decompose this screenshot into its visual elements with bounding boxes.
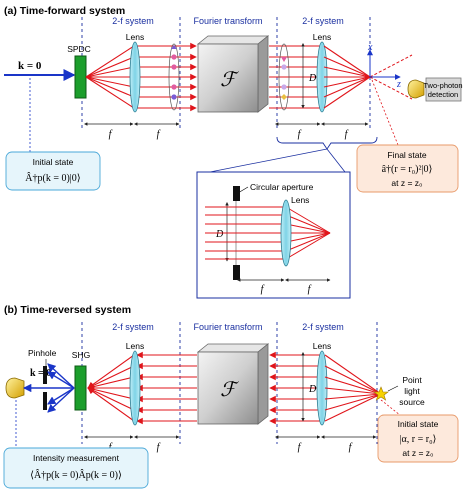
panel-a-inset-aperture-top — [233, 186, 240, 201]
panel-b-d-label: D — [308, 384, 317, 395]
panel-a-lens-left-label: Lens — [126, 32, 144, 42]
panel-a-detector-line1: Two-photon — [423, 81, 462, 90]
panel-b-meas-title: Intensity measurement — [33, 453, 120, 463]
panel-b-initial-pointer — [380, 399, 401, 416]
panel-b-star-icon — [373, 386, 389, 401]
panel-b-meas-box — [3, 447, 149, 489]
panel-a-inset-aperture-bottom — [233, 265, 240, 280]
panel-b-shg-crystal — [74, 365, 87, 411]
panel-b-beams-diverge — [324, 354, 382, 422]
panel-b-initial-box — [377, 414, 459, 463]
panel-b-blue-beams — [22, 363, 75, 413]
panel-b-title: (b) Time-reversed system — [4, 304, 131, 316]
panel-b-k-label: k = 0 — [30, 368, 51, 379]
panel-a-d-label: D — [308, 73, 317, 84]
panel-a-detector-box — [425, 77, 462, 102]
panel-b-detector-icon — [5, 377, 25, 399]
panel-a-beams-diverge — [369, 54, 413, 100]
panel-b-section-left: 2-f system — [112, 322, 154, 332]
panel-a-title: (a) Time-forward system — [4, 5, 125, 17]
panel-a-spdc-crystal — [74, 55, 87, 99]
panel-a-initial-box — [5, 151, 101, 191]
panel-a-beams-fan — [85, 45, 135, 109]
panel-a-x-label: x — [367, 42, 373, 53]
panel-b-beams-fan — [87, 354, 135, 422]
panel-a-profile-left — [168, 43, 180, 111]
panel-b-pinhole-bottom — [43, 392, 47, 410]
panel-b-beams-parallel-right — [269, 351, 320, 425]
panel-a-section-left: 2-f system — [112, 16, 154, 26]
panel-a-beams-parallel-left — [136, 42, 197, 112]
panel-a-inset-f1: f — [261, 284, 265, 295]
panel-a-f2: f — [157, 129, 161, 140]
panel-a-detector-icon — [407, 79, 425, 99]
panel-a-inset-lens-label: Lens — [291, 195, 309, 205]
panel-b-initial-formula: |α, r = r₀⟩ — [400, 434, 437, 445]
panel-b-section-right: 2-f system — [302, 322, 344, 332]
panel-a-section-mid: Fourier transform — [193, 16, 262, 26]
panel-b-initial-title: Initial state — [398, 419, 439, 429]
panel-a-lens-right-label: Lens — [313, 32, 331, 42]
panel-a-fourier-symbol: ℱ — [220, 69, 239, 91]
panel-b-fourier-box — [196, 343, 270, 425]
panel-a-inset-aperture-label: Circular aperture — [250, 182, 314, 192]
panel-a-lens-left — [129, 41, 141, 113]
panel-b-beams-parallel-left — [136, 351, 197, 425]
panel-a-beams-parallel-right — [269, 45, 320, 109]
panel-a-inset-d-label: D — [215, 229, 224, 240]
panel-a-initial-formula: Â†p(k = 0)|0⟩ — [25, 172, 81, 184]
panel-a-beams-converge — [323, 45, 371, 109]
panel-a-f3: f — [298, 129, 302, 140]
panel-a-f4: f — [345, 129, 349, 140]
panel-a-inset-f2: f — [308, 284, 312, 295]
panel-b-pinhole-label: Pinhole — [28, 348, 57, 358]
panel-b-f2: f — [157, 442, 161, 453]
panel-a-profile-dots-right — [281, 57, 287, 100]
panel-b-meas-formula: ⟨Â†p(k = 0)Âp(k = 0)⟩ — [30, 469, 122, 481]
panel-a-z-label: z — [396, 79, 401, 90]
panel-a-initial-title: Initial state — [33, 157, 74, 167]
panel-a-inset-beams — [205, 206, 331, 260]
panel-a-k-label: k = 0 — [18, 60, 42, 72]
panel-b-f3: f — [298, 442, 302, 453]
panel-b-fourier-symbol: ℱ — [220, 379, 239, 401]
panel-b-section-mid: Fourier transform — [193, 322, 262, 332]
panel-a-final-title: Final state — [387, 150, 426, 160]
panel-a-final-formula: â†(r = r₀)²|0⟩ — [382, 164, 433, 175]
panel-b-point-line3: source — [399, 397, 425, 407]
panel-b-initial-at: at z = z₀ — [402, 448, 434, 458]
panel-a-fourier-box — [196, 35, 270, 113]
panel-b-f1: f — [109, 442, 113, 453]
panel-a-final-box — [356, 144, 459, 193]
panel-b-f4: f — [349, 442, 353, 453]
panel-b-lens-right-label: Lens — [313, 341, 331, 351]
panel-b-lens-left — [129, 350, 141, 426]
panel-a-inset-lens — [280, 199, 292, 267]
panel-b-point-line1: Point — [402, 375, 422, 385]
panel-b-pinhole-top — [43, 366, 47, 384]
panel-a-section-right: 2-f system — [302, 16, 344, 26]
panel-b-point-pointer — [387, 385, 399, 392]
panel-a-inset-link-left — [209, 148, 328, 173]
panel-b-point-line2: light — [404, 386, 420, 396]
panel-a-profile-dots-left — [171, 45, 177, 100]
panel-a-final-at: at z = z₀ — [391, 178, 423, 188]
panel-a-f1: f — [109, 129, 113, 140]
panel-a-inset-link-right — [326, 148, 346, 173]
panel-b-shg-label: SHG — [72, 350, 90, 360]
panel-a-spdc-label: SPDC — [67, 44, 91, 54]
panel-b-lens-left-label: Lens — [126, 341, 144, 351]
panel-a-detector-line2: detection — [428, 90, 458, 99]
panel-a-profile-right — [278, 43, 290, 111]
